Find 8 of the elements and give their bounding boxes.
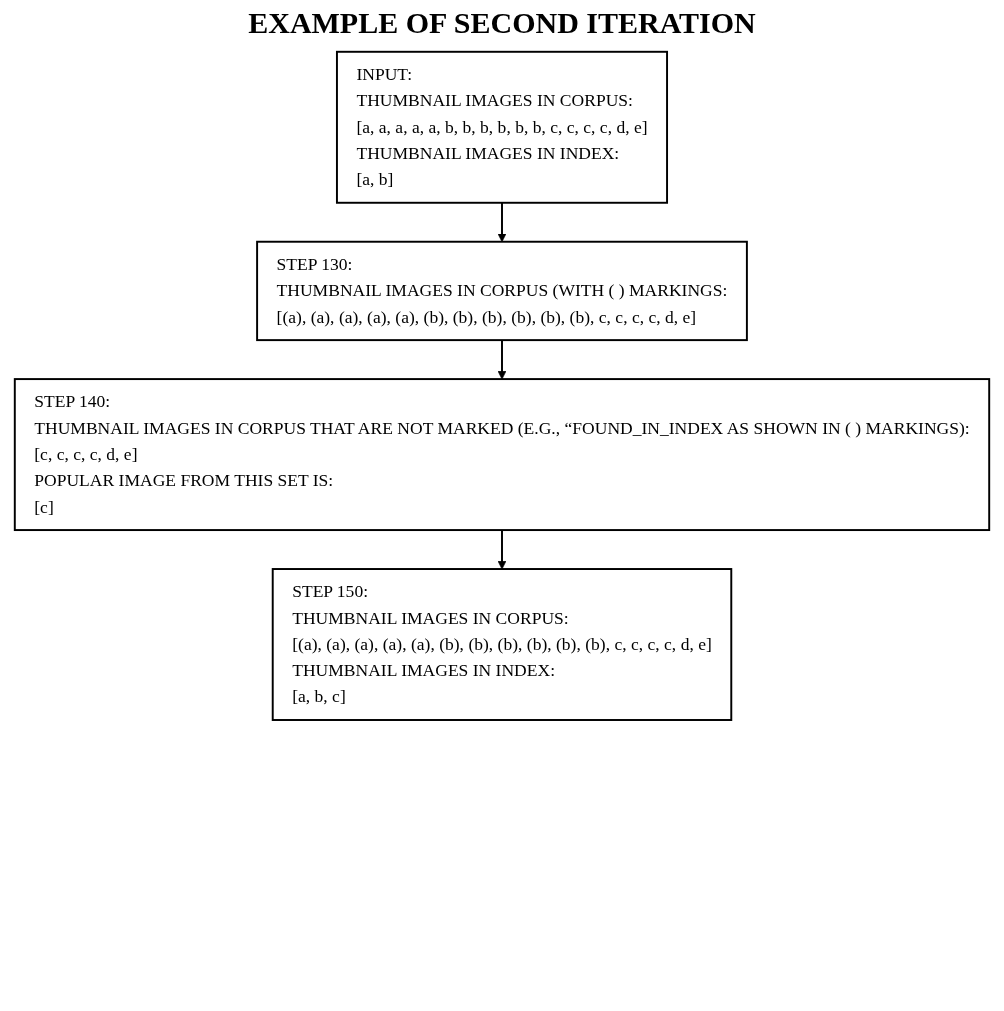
arrow (497, 529, 507, 570)
node-box: INPUT: THUMBNAIL IMAGES IN CORPUS: [a, a, a, a, a, b, b, b, b, b, b, c, c, c, c, d, e] THUMBNAIL IMAGES IN INDEX: [a, b] (335, 50, 669, 204)
arrow (497, 339, 507, 380)
diagram-title: EXAMPLE OF SECOND ITERATION (247, 6, 757, 40)
arrow (497, 201, 507, 243)
node-box: STEP 130: THUMBNAIL IMAGES IN CORPUS (WITH ( ) MARKINGS: [(a), (a), (a), (a), (a), (b), (b), (b), (b), (b), (b), c, c, c, c, d, e] (256, 240, 748, 342)
node-box: STEP 140: THUMBNAIL IMAGES IN CORPUS THAT ARE NOT MARKED (E.G., “FOUND_IN_INDEX AS SHOWN IN ( ) MARKINGS): [c, c, c, c, d, e] POPULAR IMAGE FROM THIS SET IS: [c] (13, 378, 991, 532)
node-box: STEP 150: THUMBNAIL IMAGES IN CORPUS: [(a), (a), (a), (a), (a), (b), (b), (b), (b), (b), (b), c, c, c, c, d, e] THUMBNAIL IMAGES IN INDEX: [a, b, c] (271, 568, 733, 721)
